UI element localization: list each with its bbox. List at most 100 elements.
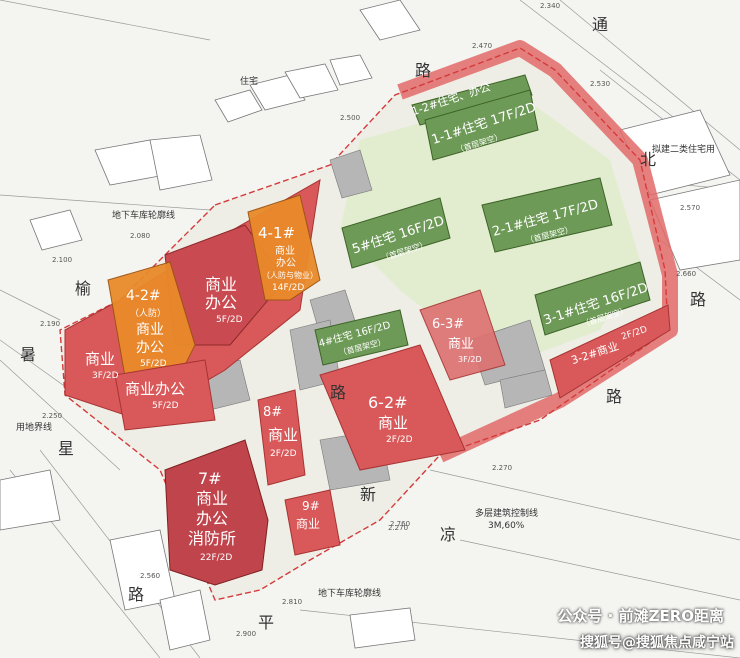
misc-labels: 住宅 拟建二类住宅用 地下车库轮廓线 用地界线 多层建筑控制线 3M,60% 地… <box>16 75 715 599</box>
elevation-13: 2.810 <box>282 598 302 606</box>
svg-text:商业: 商业 <box>268 426 298 444</box>
commercial-b17-block <box>284 489 341 556</box>
commercial-b13-block <box>419 289 506 381</box>
commercial-b15-block <box>257 389 306 486</box>
svg-text:商业: 商业 <box>378 414 408 432</box>
svg-text:4-2#: 4-2# <box>126 288 161 304</box>
use-boundary-label: 用地界线 <box>16 421 52 433</box>
building-label-b13: 6-3# 商业 3F/2D <box>432 317 482 364</box>
elevation-15: 2.760 <box>390 520 410 528</box>
watermark-line2: 搜狐号@搜狐焦点咸宁站 <box>580 635 734 651</box>
road-label-inner-road: 路 <box>330 383 346 402</box>
residential-b12-bar <box>314 309 409 366</box>
svg-text:商业: 商业 <box>275 244 295 257</box>
svg-text:8#: 8# <box>263 405 282 420</box>
svg-text:商业: 商业 <box>85 350 115 368</box>
road-label-inner-a: 路 <box>415 61 431 80</box>
elevation-4: 2.080 <box>130 232 150 240</box>
svg-text:6-3#: 6-3# <box>432 317 464 332</box>
svg-text:2F/2D: 2F/2D <box>270 449 297 459</box>
svg-text:商业办公: 商业办公 <box>125 380 185 398</box>
elevation-14: 2.900 <box>236 630 256 638</box>
svg-text:商业: 商业 <box>136 322 164 338</box>
svg-text:14F/2D: 14F/2D <box>272 283 304 293</box>
underground-line-label: 地下车库轮廓线 <box>112 209 175 221</box>
building-label-b17: 9# 商业 <box>296 499 320 531</box>
building-label-b16: 7# 商业 办公 消防所 22F/2D <box>188 469 236 563</box>
road-label-north-c: 路 <box>690 290 706 309</box>
elevation-16: 2.340 <box>540 2 560 10</box>
road-labels: 通 北 路 暑 星 路 路 榆 平 路 新 凉 路 <box>20 15 706 632</box>
south-underground-label: 地下车库轮廓线 <box>318 587 381 599</box>
building-label-b11: 商业办公 5F/2D <box>125 380 185 411</box>
elevation-markers: 2.470 2.530 2.500 2.080 2.100 2.190 2.25… <box>40 2 700 638</box>
elevation-7: 2.250 <box>42 412 62 420</box>
svg-text:22F/2D: 22F/2D <box>200 553 232 563</box>
elevation-2: 2.530 <box>590 80 610 88</box>
svg-text:（人防）: （人防） <box>130 307 166 319</box>
elevation-3: 2.500 <box>340 114 360 122</box>
commercial-b11-block <box>114 359 216 431</box>
road-label-south-b: 路 <box>606 387 622 406</box>
svg-text:消防所: 消防所 <box>188 529 236 548</box>
svg-text:9#: 9# <box>302 499 320 513</box>
elevation-9: 2.660 <box>676 270 696 278</box>
building-label-b10: 商业 3F/2D <box>85 350 119 381</box>
svg-text:办公: 办公 <box>205 293 237 312</box>
elevation-6: 2.190 <box>40 320 60 328</box>
residential-b1-bar <box>411 74 533 126</box>
svg-text:5F/2D: 5F/2D <box>140 359 167 369</box>
svg-text:5F/2D: 5F/2D <box>152 401 179 411</box>
elevation-12: 2.560 <box>140 572 160 580</box>
svg-text:商业: 商业 <box>296 516 320 531</box>
svg-text:办公: 办公 <box>136 340 164 356</box>
road-label-north-a: 通 <box>592 15 608 34</box>
road-label-north-b: 北 <box>640 150 656 169</box>
building-label-b9: 商业 办公 5F/2D <box>205 275 243 325</box>
residential-b5-bar <box>534 261 651 336</box>
svg-text:2F/2D: 2F/2D <box>386 435 413 445</box>
watermark-line1: 公众号 · 前滩ZERO距离 <box>557 607 724 625</box>
elevation-10: 2.270 <box>492 464 512 472</box>
road-label-south-a: 平 <box>258 613 274 632</box>
road-label-inner-b: 榆 <box>75 279 91 298</box>
svg-text:3F/2D: 3F/2D <box>458 355 482 364</box>
road-label-west-c: 路 <box>128 585 144 604</box>
building-label-b15: 8# 商业 2F/2D <box>263 405 298 459</box>
svg-text:（人防与物业）: （人防与物业） <box>262 270 318 280</box>
building-label-b8: 4-2# （人防） 商业 办公 5F/2D <box>126 288 167 369</box>
residential-b3-bar <box>341 197 451 269</box>
building-label-b7: 4-1# 商业 办公 （人防与物业） 14F/2D <box>258 224 318 293</box>
svg-text:5F/2D: 5F/2D <box>216 315 243 325</box>
watermark: 公众号 · 前滩ZERO距离 搜狐号@搜狐焦点咸宁站 <box>557 607 734 652</box>
road-label-west-b: 星 <box>58 439 74 458</box>
svg-text:商业: 商业 <box>205 275 237 294</box>
elevation-1: 2.470 <box>472 42 492 50</box>
office-b7-block <box>247 194 321 301</box>
commercial-b16-block <box>164 439 269 586</box>
svg-text:商业: 商业 <box>196 489 228 508</box>
road-label-street-a: 新 <box>360 485 376 504</box>
setback-line-label: 多层建筑控制线 <box>475 507 538 519</box>
site-boundary-band <box>397 40 678 463</box>
existing-residential-label: 拟建二类住宅用 <box>652 143 715 155</box>
elevation-5: 2.100 <box>52 256 72 264</box>
road-label-west-a: 暑 <box>20 345 36 364</box>
building-label-b14: 6-2# 商业 2F/2D <box>368 393 413 445</box>
road-label-street-b: 凉 <box>440 525 456 544</box>
svg-text:3F/2D: 3F/2D <box>92 371 119 381</box>
residential-label-top-left: 住宅 <box>240 75 258 87</box>
svg-text:7#: 7# <box>198 469 222 488</box>
elevation-8: 2.570 <box>680 204 700 212</box>
elevation-11: 2.270 <box>388 524 408 532</box>
residential-b4-bar <box>481 177 613 253</box>
svg-text:4-1#: 4-1# <box>258 224 295 242</box>
svg-text:6-2#: 6-2# <box>368 393 408 412</box>
svg-text:商业: 商业 <box>448 337 474 352</box>
residential-b2-bar <box>424 89 539 161</box>
residential-bars <box>314 74 651 366</box>
setback-value-label: 3M,60% <box>488 521 525 531</box>
